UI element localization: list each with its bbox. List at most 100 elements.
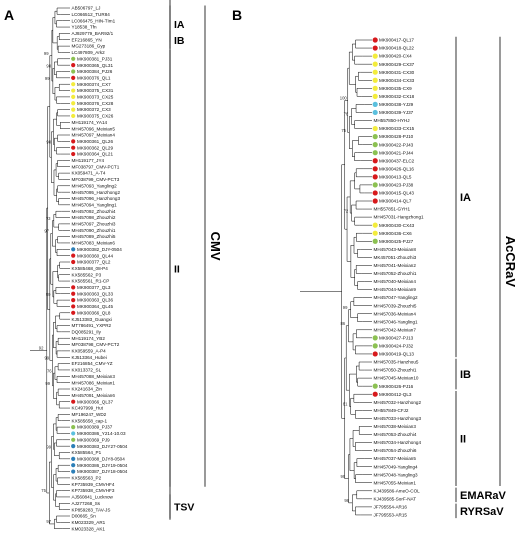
sample-dot — [372, 142, 378, 148]
leaf-label: MH457034-Hanzhong4 — [374, 440, 422, 445]
leaf-label: MK900417-QL17 — [379, 38, 414, 43]
bootstrap-value: 99 — [45, 76, 50, 81]
leaf-label: MH557849-CFJ2 — [374, 408, 409, 413]
leaf-label: MK900366_QL37 — [77, 399, 113, 404]
leaf-label: MH457049-Yangling4 — [374, 464, 419, 469]
sample-dot — [372, 53, 378, 59]
leaf-label: KX585564_P1 — [72, 450, 102, 455]
leaf-label: DQ085291_Ily — [72, 329, 102, 334]
leaf-label: MH457031-Hangzhong1 — [374, 215, 425, 220]
bootstrap-value: 75 — [341, 128, 346, 133]
leaf-label: MK900436-CX6 — [379, 231, 412, 236]
leaf-label: MH457096_Meixian5 — [72, 126, 116, 131]
leaf-label: LC066475_HIN-TIm1 — [72, 18, 116, 23]
leaf-label: MH557850-HYHJ — [374, 118, 410, 123]
leaf-label: MK900363_QL33 — [77, 291, 113, 296]
sample-dot — [372, 222, 378, 228]
leaf-label: MK900366_QL8 — [77, 310, 111, 315]
sample-dot — [71, 425, 76, 430]
bootstrap-value: 92 — [39, 346, 44, 351]
sample-dot — [372, 134, 378, 140]
leaf-label: MK900433-CX15 — [379, 126, 415, 131]
leaf-label: Y18538_Tfn — [72, 25, 97, 30]
bootstrap-value: 86 — [340, 321, 345, 326]
leaf-label: AB506797_LJ — [72, 6, 101, 11]
sample-dot — [372, 238, 378, 244]
leaf-label: KX585562_P3 — [72, 272, 102, 277]
sample-dot — [372, 158, 378, 164]
sample-dot — [372, 125, 378, 132]
leaf-label: MK900374_CX7 — [77, 82, 111, 87]
sample-dot — [71, 469, 76, 474]
leaf-label: MK900386_DJY19-0504 — [77, 463, 128, 468]
sample-dot — [372, 335, 378, 341]
leaf-label: MH457092_Zhouzhi4 — [72, 209, 116, 214]
leaf-label: MH457050-Zhouzhi1 — [374, 368, 417, 373]
leaf-label: KX585561_R1-CP — [72, 279, 110, 284]
leaf-label: MK900382_DJY-0504 — [77, 247, 122, 252]
sample-dot — [71, 69, 76, 74]
bootstrap-value: 100 — [340, 96, 348, 101]
sample-dot — [71, 247, 76, 252]
sample-dot — [71, 291, 76, 296]
virus-label: CMV — [208, 232, 223, 261]
sample-dot — [71, 456, 76, 461]
leaf-label: MH457036-Meixian4 — [374, 311, 417, 316]
sample-dot — [372, 182, 378, 188]
sample-dot — [372, 391, 378, 397]
sample-dot — [372, 343, 378, 349]
leaf-label: MK900425-PJ27 — [379, 239, 414, 244]
leaf-label: MH457094_Yangling1 — [72, 202, 118, 207]
leaf-label: MH119174_YA14 — [72, 120, 108, 125]
group-label: II — [174, 263, 180, 275]
leaf-label: MK900381_PJ31 — [77, 56, 113, 61]
virus-label: AcCRaV — [503, 236, 518, 288]
leaf-label: MH119174_YB2 — [72, 336, 106, 341]
sample-dot — [71, 56, 76, 61]
leaf-label: MH457098_Zhouzhi2 — [72, 215, 116, 220]
bootstrap-value: 99 — [343, 305, 348, 310]
leaf-label: MK900375_CX31 — [77, 88, 114, 93]
leaf-label: MF038799_CMV-PCT3 — [72, 177, 120, 182]
leaf-label: MK900362_QL29 — [77, 145, 113, 150]
sample-dot — [71, 285, 76, 290]
leaf-label: MH457089_Zhouzhi5 — [72, 234, 116, 239]
leaf-label: KX241634_Zin — [72, 387, 103, 392]
leaf-label: MH457088_Meixian3 — [72, 374, 116, 379]
leaf-label: MK900426-QL16 — [379, 166, 414, 171]
bootstrap-value: 61 — [343, 401, 348, 406]
leaf-label: MK900384_PJ26 — [77, 69, 113, 74]
bootstrap-value: 76 — [344, 112, 349, 117]
leaf-label: MF038798_CMV-PCT2 — [72, 342, 120, 347]
leaf-label: KJ439586-AmeO-COL — [374, 488, 421, 493]
bootstrap-value: 99 — [46, 292, 51, 297]
leaf-label: MK900365_QL31 — [77, 63, 113, 68]
leaf-label: LC066512_TUR84 — [72, 12, 111, 17]
leaf-label: MH457055-Meixian1 — [374, 480, 417, 485]
sample-dot — [372, 150, 378, 156]
sample-dot — [372, 383, 378, 389]
sample-dot — [372, 230, 378, 236]
leaf-label: MK900364_QL45 — [77, 304, 113, 309]
sample-dot — [372, 93, 378, 99]
leaf-label: EF216854_CMV-YZ — [72, 361, 113, 366]
bootstrap-value: 72 — [344, 208, 349, 213]
leaf-label: MK900420-CX4 — [379, 54, 412, 59]
leaf-label: MK900435-CX9 — [379, 86, 412, 91]
panel-a-tree: AB506797_LJLC066512_TUR84LC066475_HIN-TI… — [30, 0, 223, 531]
leaf-label: KC497999_Hut — [72, 406, 104, 411]
leaf-label: MT786491_YXPR2 — [72, 323, 112, 328]
sample-dot — [372, 61, 378, 67]
leaf-label: MH457040-Meixian4 — [374, 279, 417, 284]
bootstrap-value: 99 — [44, 356, 49, 361]
leaf-label: MK900432-CX18 — [379, 94, 415, 99]
leaf-label: MK900372_CX3 — [77, 107, 111, 112]
leaf-label: MK900421-PJ44 — [379, 150, 414, 155]
group-label: RYRSaV — [460, 506, 504, 518]
sample-dot — [71, 444, 76, 449]
leaf-label: KX585468_08-P4 — [72, 266, 109, 271]
leaf-label: MK900423-PJ38 — [379, 183, 414, 188]
sample-dot — [71, 259, 76, 265]
leaf-label: MH457052-Zhouzhi1 — [374, 271, 417, 276]
